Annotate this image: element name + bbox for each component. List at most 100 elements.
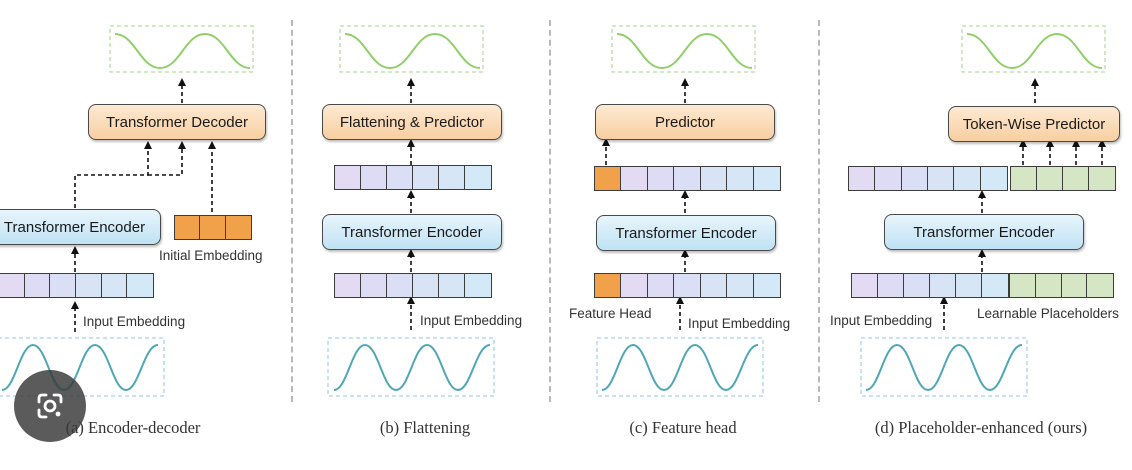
initial-embedding-label: Initial Embedding — [159, 248, 263, 263]
transformer-encoder-box: Transformer Encoder — [596, 215, 776, 251]
feature-head-token — [595, 167, 622, 190]
google-lens-icon[interactable] — [14, 370, 86, 442]
token — [849, 167, 876, 190]
input-embedding-tokens — [594, 273, 781, 298]
token — [878, 274, 904, 297]
token — [980, 167, 1007, 190]
output-wave-d — [966, 32, 1103, 70]
token — [647, 167, 675, 190]
token — [101, 274, 128, 297]
token — [50, 274, 77, 297]
transformer-encoder-label: Transformer Encoder — [3, 218, 146, 236]
input-wave-b — [333, 343, 491, 392]
token — [727, 167, 754, 190]
output-frame-b — [339, 25, 484, 73]
token — [954, 167, 981, 190]
placeholder-token — [1063, 167, 1089, 190]
placeholder-token — [1035, 274, 1062, 297]
input-wave-a — [1, 343, 159, 392]
transformer-encoder-label: Transformer Encoder — [615, 224, 757, 242]
token-wise-predictor-box: Token-Wise Predictor — [948, 106, 1120, 142]
caption-placeholder-enhanced: (d) Placeholder-enhanced (ours) — [874, 418, 1088, 437]
panel-separator — [818, 20, 820, 402]
output-frame-c — [611, 25, 756, 73]
token — [335, 166, 361, 189]
token — [674, 274, 701, 297]
learnable-placeholder-tokens — [1009, 273, 1114, 298]
token — [647, 274, 675, 297]
token — [901, 167, 928, 190]
token — [439, 166, 465, 189]
token — [200, 216, 226, 239]
learnable-placeholders-label: Learnable Placeholders — [977, 306, 1119, 321]
panel-separator — [291, 20, 293, 402]
token — [982, 274, 1008, 297]
token — [387, 274, 413, 297]
token — [621, 167, 648, 190]
arrows-panel-a — [71, 78, 216, 332]
transformer-encoder-box: Transformer Encoder — [0, 209, 161, 245]
output-frame-d — [961, 25, 1106, 73]
caption-encoder-decoder: (a) Encoder-decoder — [65, 418, 201, 437]
token — [875, 167, 902, 190]
placeholder-token — [1010, 274, 1036, 297]
transformer-encoder-box: Transformer Encoder — [884, 214, 1084, 250]
token — [621, 274, 648, 297]
initial-embedding-tokens — [174, 215, 252, 240]
flattening-predictor-box: Flattening & Predictor — [322, 104, 502, 140]
placeholder-token — [1037, 167, 1063, 190]
input-embedding-tokens — [334, 273, 492, 298]
input-embedding-label: Input Embedding — [688, 316, 791, 331]
encoded-tokens — [848, 166, 1008, 191]
arrows-panel-d — [940, 78, 1106, 330]
transformer-encoder-label: Transformer Encoder — [913, 223, 1055, 241]
token — [727, 274, 754, 297]
panel-separator — [549, 20, 551, 402]
input-wave-c — [601, 343, 759, 392]
caption-flattening: (b) Flattening — [379, 418, 471, 437]
token — [930, 274, 956, 297]
placeholder-token — [1087, 274, 1113, 297]
token — [927, 167, 955, 190]
token — [465, 166, 491, 189]
token — [753, 274, 781, 297]
arrows-panel-c — [602, 78, 689, 330]
feature-head-label: Feature Head — [569, 306, 652, 321]
flattening-predictor-label: Flattening & Predictor — [339, 113, 485, 131]
token — [465, 274, 491, 297]
transformer-decoder-label: Transformer Decoder — [106, 113, 248, 131]
feature-head-token — [595, 274, 622, 297]
input-embedding-label: Input Embedding — [420, 313, 523, 328]
transformer-decoder-box: Transformer Decoder — [88, 104, 266, 140]
token — [904, 274, 930, 297]
token — [956, 274, 982, 297]
predictor-box: Predictor — [595, 104, 775, 140]
placeholder-token — [1061, 274, 1088, 297]
lens-glyph-icon — [37, 393, 63, 419]
caption-feature-head: (c) Feature head — [629, 418, 737, 437]
input-embedding-label: Input Embedding — [830, 313, 933, 328]
token — [700, 274, 728, 297]
token — [387, 166, 413, 189]
token — [439, 274, 465, 297]
encoded-tokens — [334, 165, 492, 190]
input-embedding-label: Input Embedding — [83, 314, 186, 329]
token-wise-predictor-label: Token-Wise Predictor — [962, 115, 1106, 133]
token — [127, 274, 154, 297]
token — [24, 274, 51, 297]
output-frame-a — [109, 25, 254, 73]
token — [175, 216, 201, 239]
token — [413, 166, 439, 189]
encoded-tokens — [594, 166, 781, 191]
placeholder-tokens — [1010, 166, 1116, 191]
placeholder-token — [1011, 167, 1037, 190]
input-embedding-tokens — [0, 273, 154, 298]
token — [700, 167, 728, 190]
token — [335, 274, 361, 297]
output-wave-b — [344, 32, 481, 70]
token — [361, 166, 387, 189]
token — [361, 274, 387, 297]
input-wave-d — [865, 343, 1023, 392]
